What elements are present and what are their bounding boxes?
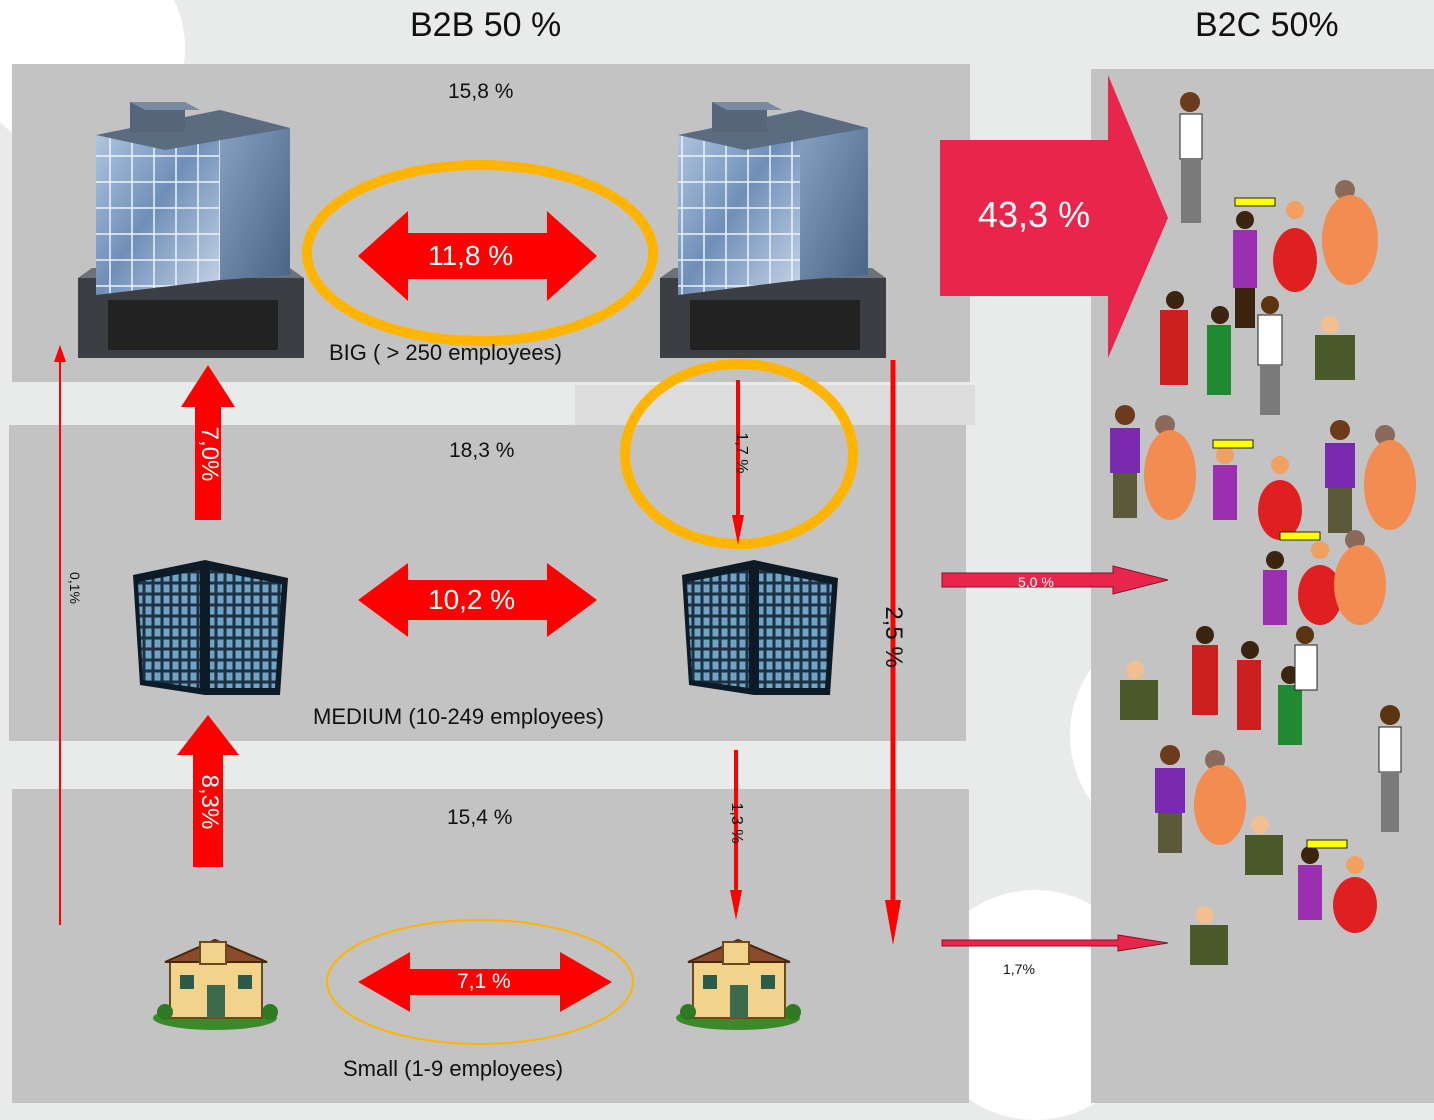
big-to-small-label: 2,5 %: [880, 606, 907, 668]
small-to-big-arrow: [54, 345, 66, 925]
small-to-b2c-label: 1,7%: [1003, 961, 1035, 977]
medium-internal-arrow: [358, 563, 597, 637]
big-to-medium-label: 1,7 %: [733, 432, 750, 474]
small-to-big-label: 0,1%: [67, 572, 83, 604]
highlight-ring-big: [302, 160, 658, 346]
small-company-icon-left: [153, 938, 278, 1030]
highlight-ring-big-to-medium: [620, 359, 858, 549]
small-company-icon-right: [676, 938, 801, 1030]
big-to-small-arrow: [885, 360, 901, 945]
small-internal-arrow: [358, 952, 612, 1012]
small-share-label: 15,4 %: [447, 806, 513, 829]
medium-tier-label: MEDIUM (10-249 employees): [313, 704, 604, 729]
big-company-icon-left: [78, 102, 304, 358]
medium-internal-flow-label: 10,2 %: [428, 584, 516, 615]
medium-to-b2c-arrow: [941, 565, 1169, 595]
small-to-medium-label: 8,3%: [196, 774, 223, 830]
big-to-medium-arrow: [732, 380, 744, 545]
big-share-label: 15,8 %: [448, 80, 514, 103]
medium-to-small-label: 1,3 %: [728, 802, 745, 844]
big-internal-flow-label: 11,8 %: [428, 240, 514, 271]
b2b-header: B2B 50 %: [410, 6, 562, 44]
consumers-crowd-icon: [1095, 90, 1434, 990]
medium-to-small-arrow: [730, 750, 742, 920]
medium-to-big-arrow: [181, 365, 235, 520]
medium-share-label: 18,3 %: [449, 439, 515, 462]
b2c-header: B2C 50%: [1195, 6, 1339, 44]
big-internal-arrow: [358, 211, 597, 301]
highlight-ring-small: [326, 919, 634, 1045]
medium-to-big-label: 7,0%: [196, 426, 223, 482]
small-tier-label: Small (1-9 employees): [343, 1056, 564, 1081]
small-internal-flow-label: 7,1 %: [457, 970, 511, 993]
small-to-medium-arrow: [177, 715, 239, 867]
medium-company-icon-right: [682, 560, 838, 695]
big-to-b2c-arrow: [940, 75, 1168, 358]
panel-small: [12, 789, 969, 1103]
big-company-icon-right: [660, 102, 886, 358]
small-to-b2c-arrow: [941, 934, 1169, 952]
medium-to-b2c-label: 5,0 %: [1018, 574, 1054, 590]
big-to-b2c-label: 43,3 %: [978, 194, 1091, 235]
medium-company-icon-left: [133, 560, 288, 695]
big-tier-label: BIG ( > 250 employees): [329, 340, 562, 365]
